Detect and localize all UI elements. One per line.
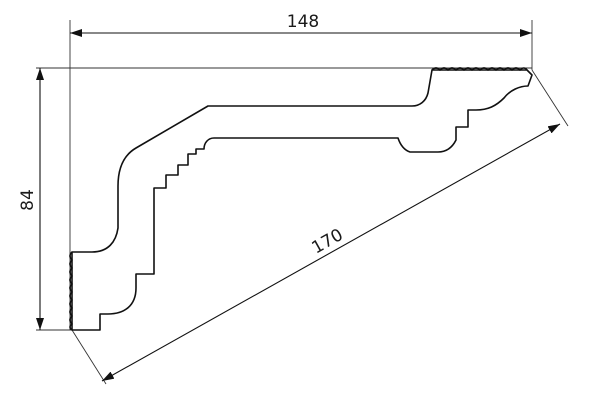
height-dimension: 84: [18, 68, 44, 330]
diagonal-extension-bottom: [71, 329, 107, 385]
top-serration: [431, 67, 528, 71]
width-dimension: 148: [70, 12, 532, 37]
width-dimension-label: 148: [287, 12, 319, 32]
diagonal-dimension-label: 170: [309, 225, 347, 258]
diagonal-extension-top: [531, 69, 569, 127]
diagonal-dimension-line: [101, 123, 561, 382]
cornice-profile-outline: [71, 69, 533, 331]
left-serration: [69, 251, 73, 331]
height-dimension-label: 84: [18, 189, 38, 211]
